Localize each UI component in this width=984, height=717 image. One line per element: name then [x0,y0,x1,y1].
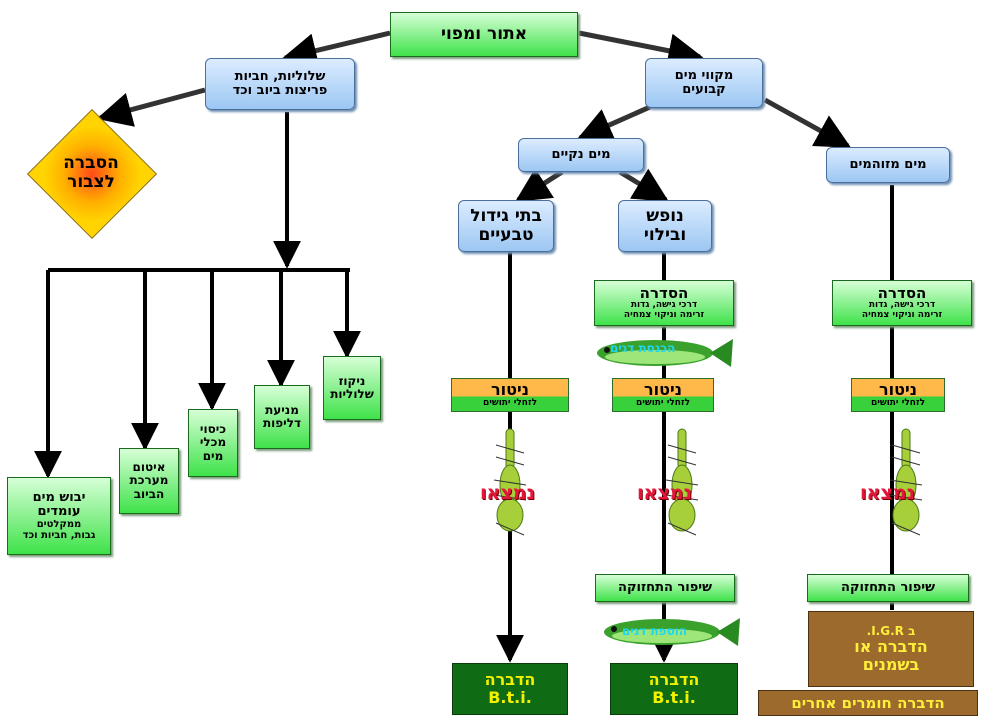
clean-water-node: מים נקיים [518,138,644,172]
maintenance-node-polluted: שיפור התחזוקה [807,574,969,602]
igr-head: ב I.G.R. [866,623,916,638]
bti-title: הדברה [648,670,700,690]
monitoring-node-polluted: ניטור לזחלי יתושים [851,378,945,412]
found-label-3: נמצאו [860,482,916,504]
cover-containers-node: כיסוי מכלי מים [188,409,238,477]
leisure-node: נופש ובילוי [618,200,712,252]
larva-image-1 [493,428,527,536]
monitoring-node-leisure: ניטור לזחלי יתושים [612,378,714,412]
found-label-2: נמצאו [637,482,693,504]
arrangement-sub: דרכי גישה, גדות זרימה וניקוי צמחיה [861,300,943,321]
dry-standing-water-node: יבוש מים עומדים ממקלטים גבות, חביות וכד [7,477,111,555]
monitoring-sub: לזחלי יתושים [870,397,926,408]
arrangement-node-polluted: הסדרה דרכי גישה, גדות זרימה וניקוי צמחיה [832,280,972,326]
dry-standing-water-sub2: גבות, חביות וכד [22,530,96,542]
prevent-leaks-node: מניעת דליפות [254,385,310,449]
locating-mapping-node: אתור ומפוי [390,12,578,57]
bti-sub: B.t.i. [652,688,696,707]
igr-oil-control: ב I.G.R. הדברה או בשמנים [808,611,974,687]
monitoring-node-natural: ניטור לזחלי יתושים [451,378,569,412]
fish-image-1 [597,339,733,367]
permanent-water-node: מקווי מים קבועים [645,58,763,108]
arrangement-title: הסדרה [639,283,689,302]
larva-image-2 [665,428,699,536]
fish-image-2 [604,618,740,646]
monitoring-title: ניטור [879,380,917,400]
larva-image-3 [889,428,923,536]
fish-add-label: הוספת דגים [622,624,688,638]
monitoring-title: ניטור [491,380,529,400]
arrangement-node-clean: הסדרה דרכי גישה, גדות זרימה וניקוי צמחיה [594,280,734,326]
monitoring-title: ניטור [644,380,682,400]
drain-puddles-node: ניקוז שלוליות [323,356,381,420]
fish-intro-label: הכנסת דגים [610,341,676,355]
public-awareness-label: הסברה לצבור [63,153,119,192]
bti-control-leisure: הדברה B.t.i. [610,663,738,715]
arrangement-title: הסדרה [877,283,927,302]
monitoring-sub: לזחלי יתושים [635,397,691,408]
bti-title: הדברה [484,670,536,690]
arrangement-sub: דרכי גישה, גדות זרימה וניקוי צמחיה [623,300,705,321]
igr-line2: בשמנים [862,654,920,674]
dry-standing-water-title: יבוש מים עומדים [32,489,86,519]
bti-control-natural: הדברה B.t.i. [452,663,568,715]
bti-sub: B.t.i. [488,688,532,707]
puddles-node: שלוליות, חביות פריצות ביוב וכד [205,58,355,110]
natural-habitats-node: בתי גידול טבעיים [458,200,554,252]
seal-sewage-node: איטום מערכת הביוב [119,448,179,514]
found-label-1: נמצאו [480,482,536,504]
monitoring-sub: לזחלי יתושים [482,397,538,408]
polluted-water-node: מים מזוהמים [826,147,950,183]
igr-line1: הדברה או [854,637,928,656]
dry-standing-water-sub1: ממקלטים [36,519,82,531]
maintenance-node-leisure: שיפור התחזוקה [595,574,735,602]
other-materials-control: הדברה חומרים אחרים [758,690,978,716]
